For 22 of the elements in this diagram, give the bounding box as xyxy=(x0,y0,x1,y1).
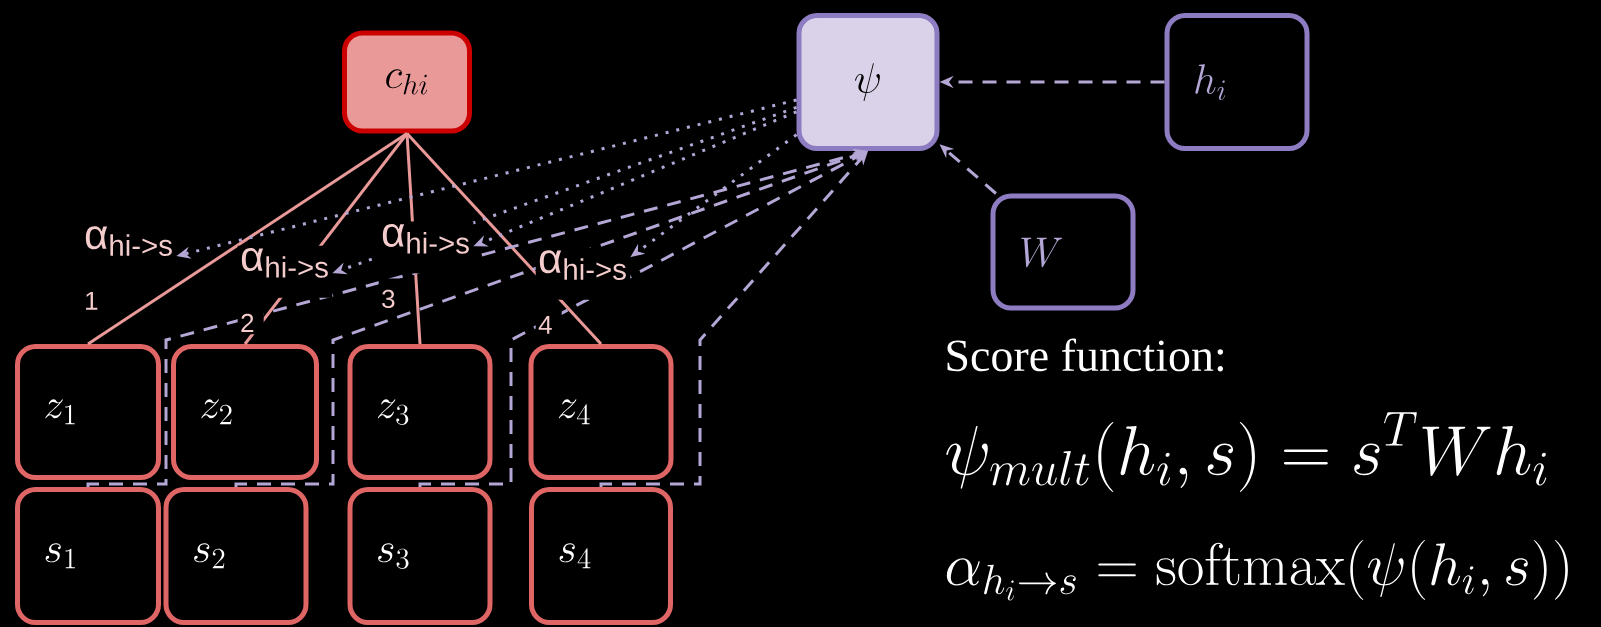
input-box: $W$ xyxy=(990,193,1136,311)
vector-box: $s_2$ xyxy=(163,487,309,625)
connector-line xyxy=(405,132,603,345)
vector-box: $z_2$ xyxy=(171,344,319,480)
vector-box: $s_1$ xyxy=(15,487,161,625)
connector-line xyxy=(405,133,422,345)
attention-weight-label: α$_{hi->s}$ 3 xyxy=(382,223,469,309)
score-formula: $\psi_{mult}(h_i, s) = s^T W h_i$ xyxy=(946,412,1547,492)
vector-box: $s_3$ xyxy=(347,487,493,625)
input-box: $h_i$ xyxy=(1164,13,1310,151)
vector-box: $z_3$ xyxy=(347,344,493,480)
attention-weight-label: α$_{hi->s}$ 1 xyxy=(85,226,172,310)
connector-line xyxy=(87,132,408,346)
connector-line xyxy=(243,132,409,345)
vector-box: $z_1$ xyxy=(15,344,161,480)
vector-box: $z_4$ xyxy=(528,344,674,480)
context-box: $c_{hi}$ xyxy=(342,30,472,134)
attention-weight-label: α$_{hi->s}$ 4 xyxy=(538,250,626,334)
attention-weight-label: α$_{hi->s}$ 2 xyxy=(241,248,328,332)
softmax-formula: $\alpha_{h_i \to s} = \mathrm{softmax}(\psi(h_i, s))$ xyxy=(946,539,1568,601)
score-function-box: $\psi$ xyxy=(796,13,940,151)
vector-box: $s_4$ xyxy=(529,487,673,625)
